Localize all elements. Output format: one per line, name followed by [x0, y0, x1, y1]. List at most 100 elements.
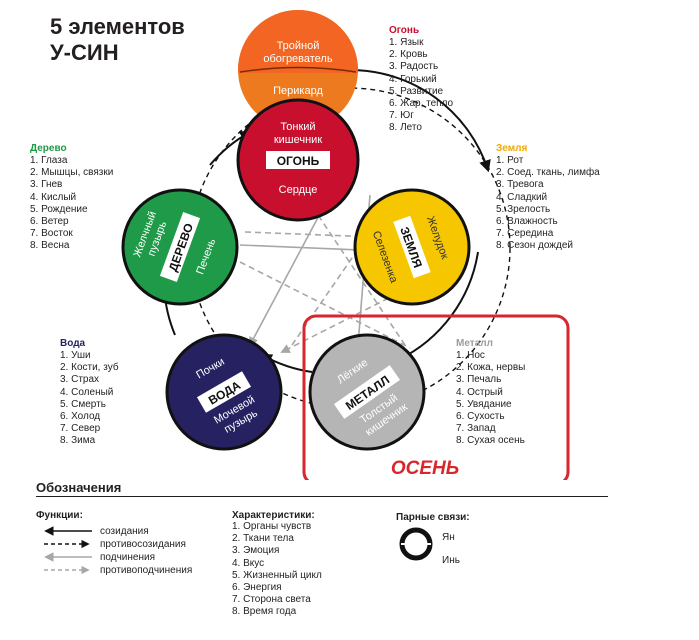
- legend-functions: Функции: созидания противосозидания подч…: [36, 510, 192, 576]
- list-item: 6. Сухость: [456, 411, 505, 423]
- list-item: 2. Мышцы, связки: [30, 167, 114, 179]
- wood-list-title: Дерево: [30, 143, 67, 154]
- metal-characteristics: 1. Нос 2. Кожа, нервы 3. Печаль 4. Остры…: [456, 350, 525, 448]
- autumn-label: ОСЕНЬ: [391, 458, 459, 479]
- metal-circle: Лёгкие МЕТАЛЛ Толстый кишечник: [308, 333, 426, 451]
- characteristics-title: Характеристики:: [232, 510, 315, 521]
- list-item: 3. Печаль: [456, 374, 502, 386]
- list-item: 6. Ветер: [30, 216, 69, 228]
- list-item: 7. Север: [60, 423, 101, 435]
- list-item: 3. Тревога: [496, 179, 544, 191]
- wood-list: Дерево 1. Глаза 2. Мышцы, связки 3. Гнев…: [30, 143, 113, 253]
- list-item: 5. Смерть: [60, 398, 106, 410]
- list-item: 2. Ткани тела: [232, 533, 294, 545]
- list-item: 7. Сторона света: [232, 594, 311, 606]
- yin-label: Инь: [442, 555, 460, 566]
- earth-characteristics: 1. Рот 2. Соед. ткань, лимфа 3. Тревога …: [496, 155, 600, 253]
- list-item: 7. Юг: [389, 110, 414, 122]
- fire-yang-2: кишечник: [274, 134, 322, 146]
- wu-xing-diagram: Тройной обогреватель Перикард Тонкий киш…: [121, 10, 570, 480]
- list-item: 8. Сухая осень: [456, 435, 525, 447]
- list-item: 5. Рождение: [30, 203, 88, 215]
- fire-name: ОГОНЬ: [277, 154, 320, 168]
- list-item: 1. Глаза: [30, 155, 68, 166]
- list-item: 1. Язык: [389, 37, 424, 48]
- list-item: подчинения: [100, 552, 155, 563]
- list-item: 3. Страх: [60, 374, 100, 386]
- earth-circle: Желудок ЗЕМЛЯ Селезенка: [353, 188, 471, 306]
- list-item: 4. Соленый: [60, 386, 114, 398]
- legend-heading: Обозначения: [36, 480, 122, 495]
- counter-generation-ring: [189, 87, 511, 409]
- legend-characteristics: Характеристики: 1. Органы чувств 2. Ткан…: [232, 510, 322, 619]
- list-item: противоподчинения: [100, 565, 193, 576]
- list-item: 3. Гнев: [30, 179, 63, 191]
- list-item: 1. Органы чувств: [232, 521, 312, 532]
- list-item: 1. Нос: [456, 350, 485, 361]
- list-item: 5. Развитие: [389, 85, 444, 97]
- function-labels: созидания противосозидания подчинения пр…: [100, 525, 192, 577]
- list-item: противосозидания: [100, 539, 186, 550]
- triple-heater-label-2: обогреватель: [263, 53, 332, 65]
- water-list-title: Вода: [60, 338, 86, 349]
- characteristics-list: 1. Органы чувств 2. Ткани тела 3. Эмоция…: [232, 521, 322, 619]
- autumn-highlight-box: [302, 314, 570, 480]
- legend-divider: [36, 496, 608, 497]
- earth-list: Земля 1. Рот 2. Соед. ткань, лимфа 3. Тр…: [496, 143, 600, 253]
- list-item: 6. Энергия: [232, 582, 282, 594]
- earth-list-title: Земля: [496, 143, 528, 154]
- metal-list-title: Металл: [456, 338, 493, 349]
- title-line-2: У-СИН: [50, 40, 119, 65]
- list-item: 7. Запад: [456, 423, 496, 435]
- list-item: 7. Середина: [496, 228, 554, 240]
- yang-label: Ян: [442, 532, 455, 543]
- list-item: 1. Рот: [496, 155, 524, 166]
- water-list: Вода 1. Уши 2. Кости, зуб 3. Страх 4. Со…: [60, 338, 119, 448]
- list-item: 5. Зрелость: [496, 203, 551, 215]
- list-item: 6. Холод: [60, 411, 101, 423]
- list-item: 2. Соед. ткань, лимфа: [496, 167, 600, 179]
- water-characteristics: 1. Уши 2. Кости, зуб 3. Страх 4. Соленый…: [60, 350, 119, 448]
- fire-yang-1: Тонкий: [280, 121, 315, 133]
- triple-heater-circle: Тройной обогреватель Перикард: [238, 10, 358, 130]
- metal-list: Металл 1. Нос 2. Кожа, нервы 3. Печаль 4…: [456, 338, 525, 448]
- list-item: созидания: [100, 526, 149, 537]
- list-item: 8. Зима: [60, 435, 96, 447]
- list-item: 8. Время года: [232, 606, 297, 618]
- arrow-fire-earth: [349, 68, 491, 173]
- fire-circle: Тонкий кишечник ОГОНЬ Сердце: [236, 98, 360, 222]
- list-item: 5. Увядание: [456, 398, 512, 410]
- list-item: 4. Острый: [456, 386, 503, 398]
- pericardium-label: Перикард: [273, 85, 323, 97]
- list-item: 6. Жар, тепло: [389, 98, 454, 110]
- functions-title: Функции:: [36, 510, 83, 521]
- title-line-1: 5 элементов: [50, 14, 185, 39]
- list-item: 4. Вкус: [232, 557, 265, 569]
- triple-heater-label-1: Тройной: [277, 40, 320, 52]
- list-item: 3. Радость: [389, 61, 439, 73]
- fire-characteristics: 1. Язык 2. Кровь 3. Радость 4. Горький 5…: [389, 37, 453, 135]
- list-item: 4. Кислый: [30, 191, 77, 203]
- list-item: 3. Эмоция: [232, 545, 280, 557]
- water-circle: Почки ВОДА Мочевой пузырь: [165, 333, 283, 451]
- legend-pairs: Парные связи: Ян Инь: [396, 512, 470, 566]
- function-arrows: [44, 526, 92, 575]
- list-item: 5. Жизненный цикл: [232, 569, 322, 581]
- list-item: 8. Весна: [30, 240, 70, 252]
- yin-yang-ring-icon: [399, 527, 433, 561]
- list-item: 4. Сладкий: [496, 191, 548, 203]
- page-title: 5 элементов У-СИН: [50, 14, 185, 66]
- list-item: 8. Лето: [389, 122, 422, 134]
- list-item: 4. Горький: [389, 73, 437, 85]
- list-item: 6. Влажность: [496, 216, 558, 228]
- wood-characteristics: 1. Глаза 2. Мышцы, связки 3. Гнев 4. Кис…: [30, 155, 113, 253]
- list-item: 2. Кожа, нервы: [456, 362, 526, 374]
- list-item: 8. Сезон дождей: [496, 240, 573, 252]
- fire-list-title: Огонь: [389, 25, 420, 36]
- list-item: 2. Кровь: [389, 49, 428, 61]
- fire-list: Огонь 1. Язык 2. Кровь 3. Радость 4. Гор…: [389, 25, 453, 135]
- list-item: 2. Кости, зуб: [60, 362, 119, 374]
- list-item: 1. Уши: [60, 350, 91, 361]
- fire-yin: Сердце: [279, 184, 318, 196]
- list-item: 7. Восток: [30, 228, 73, 240]
